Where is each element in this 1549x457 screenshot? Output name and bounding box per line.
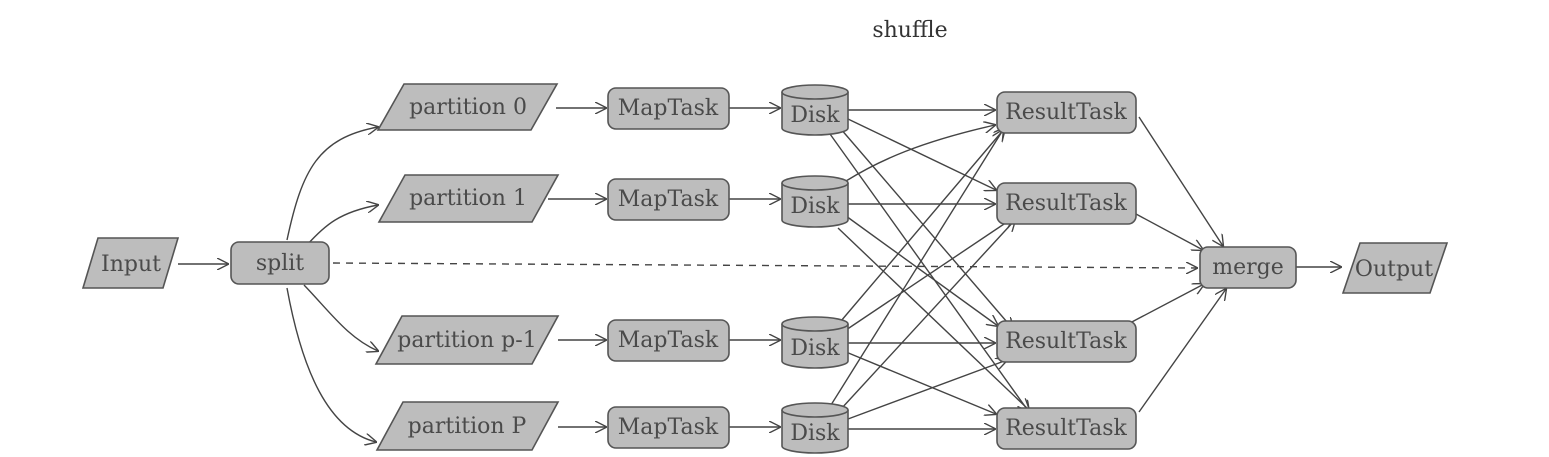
resulttask-label-p1: ResultTask [1005, 329, 1127, 354]
edge-split-partition-P [286, 287, 376, 442]
edge-diskp1-result1 [845, 218, 1013, 331]
maptask-label-P: MapTask [618, 415, 719, 440]
maptask-label-p1: MapTask [618, 328, 719, 353]
output-label: Output [1355, 257, 1433, 282]
disk-node-p1: Disk [781, 316, 849, 369]
edge-diskP-result2 [847, 360, 1007, 420]
partition-label-p1: partition p-1 [397, 328, 536, 353]
disk-node-1: Disk [781, 175, 849, 228]
maptask-node-P: MapTask [607, 406, 730, 449]
disk-label-P: Disk [790, 421, 840, 446]
partition-label-P: partition P [408, 414, 527, 439]
partition-node-0: partition 0 [376, 83, 559, 131]
disk-label-p1: Disk [790, 336, 840, 361]
resulttask-label-P: ResultTask [1005, 416, 1127, 441]
merge-node: merge [1199, 246, 1297, 289]
edge-disk0-result2 [839, 127, 1013, 329]
edge-result3-merge [1138, 289, 1226, 413]
output-node: Output [1341, 242, 1449, 294]
partition-node-P: partition P [375, 401, 560, 451]
disk-node-P: Disk [781, 402, 849, 454]
resulttask-node-0: ResultTask [996, 91, 1137, 134]
maptask-label-0: MapTask [618, 96, 719, 121]
partition-node-1: partition 1 [377, 174, 560, 223]
resulttask-node-p1: ResultTask [996, 320, 1137, 363]
edge-diskP-result1 [840, 220, 1015, 410]
resulttask-node-1: ResultTask [996, 182, 1137, 225]
edge-disk1-result3 [837, 227, 1029, 410]
edge-disk1-result2 [845, 215, 998, 326]
edges [178, 108, 1341, 442]
maptask-label-1: MapTask [618, 187, 719, 212]
diagram-title: shuffle [872, 18, 947, 43]
disk-label-0: Disk [790, 103, 840, 128]
edge-split-partition-1 [306, 205, 378, 246]
edge-disk0-result3 [829, 133, 1029, 412]
input-node: Input [81, 237, 180, 289]
edge-result2-merge [1127, 284, 1204, 325]
input-label: Input [101, 252, 161, 277]
edge-diskp1-result0 [840, 128, 1005, 322]
disk-label-1: Disk [790, 194, 840, 219]
disk-node-0: Disk [781, 84, 849, 136]
resulttask-label-0: ResultTask [1005, 100, 1127, 125]
edge-split-merge-dashed [332, 263, 1197, 268]
partition-label-1: partition 1 [409, 186, 527, 211]
edge-disk1-result0 [845, 125, 995, 182]
edge-split-partition-p1 [303, 284, 378, 351]
maptask-node-p1: MapTask [607, 319, 730, 362]
split-node: split [230, 241, 330, 285]
merge-label: merge [1212, 255, 1284, 280]
resulttask-node-P: ResultTask [996, 407, 1137, 450]
resulttask-label-1: ResultTask [1005, 191, 1127, 216]
edge-result0-merge [1138, 116, 1223, 246]
partition-label-0: partition 0 [409, 95, 527, 120]
edge-split-partition-0 [286, 127, 378, 241]
edge-diskp1-result3 [845, 351, 996, 414]
maptask-node-0: MapTask [607, 87, 730, 130]
partition-node-p1: partition p-1 [374, 315, 560, 365]
edge-disk0-result1 [847, 118, 996, 190]
maptask-node-1: MapTask [607, 178, 730, 221]
split-label: split [256, 251, 304, 276]
edge-diskP-result0 [830, 130, 1003, 406]
edge-result1-merge [1135, 213, 1203, 250]
